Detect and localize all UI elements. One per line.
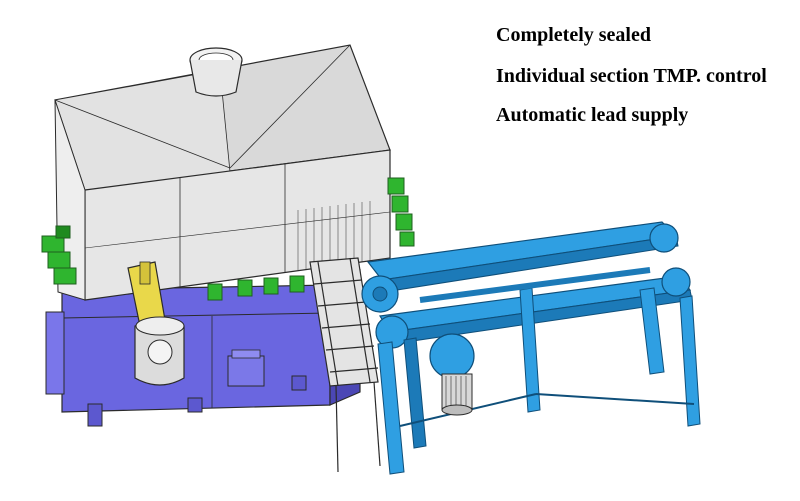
heater-block-icon xyxy=(41,177,415,301)
feature-completely-sealed: Completely sealed xyxy=(496,24,651,46)
drive-motor-icon xyxy=(429,333,475,416)
lead-chute xyxy=(309,257,381,473)
feature-lead-supply: Automatic lead supply xyxy=(496,104,689,126)
furnace-hood xyxy=(54,44,391,301)
feature-temperature-control: Individual section TMP. control xyxy=(496,65,767,87)
lead-feeder-hopper xyxy=(127,261,185,386)
chain-conveyor-drawing xyxy=(361,221,701,475)
